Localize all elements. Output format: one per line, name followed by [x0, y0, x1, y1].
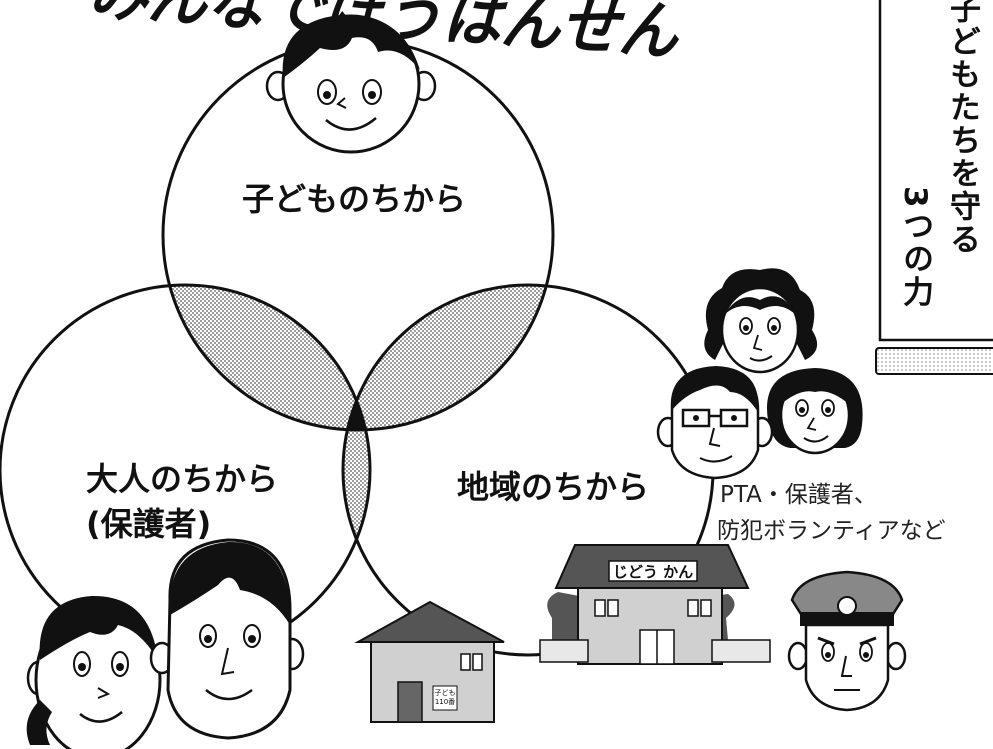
label-community-power: 地域のちから [457, 468, 649, 506]
banner-title-line1: 子どもたちを守る [944, 0, 980, 256]
man-glasses-face-icon [656, 366, 774, 480]
house-sign-line2: 110番 [435, 698, 455, 706]
community-note-line1: PTA・保護者、 [720, 482, 877, 508]
boy-face-icon [265, 14, 437, 154]
label-children-power: 子どものちから [242, 180, 466, 218]
banner-title-line2: 3つの力 [897, 186, 933, 309]
woman-curly-face-icon [704, 268, 818, 374]
label-adult-power: 大人のちから [86, 460, 278, 498]
house-icon: 子ども 110番 [354, 600, 505, 723]
overlap-top-right [343, 285, 553, 430]
community-note-line2: 防犯ボランティアなど [717, 518, 946, 544]
house-sign-line1: 子ども [435, 689, 456, 697]
police-officer-face-icon [787, 570, 907, 712]
father-face-icon [149, 538, 305, 740]
childrens-hall-icon: じどう かん [539, 544, 771, 665]
childrens-hall-sign: じどう かん [613, 563, 693, 581]
overlap-top-left [163, 285, 370, 430]
mother-face-icon [26, 595, 162, 749]
label-adult-guardians: (保護者) [86, 505, 211, 543]
woman-bob-face-icon [766, 368, 863, 455]
banner-scroll [875, 0, 993, 375]
